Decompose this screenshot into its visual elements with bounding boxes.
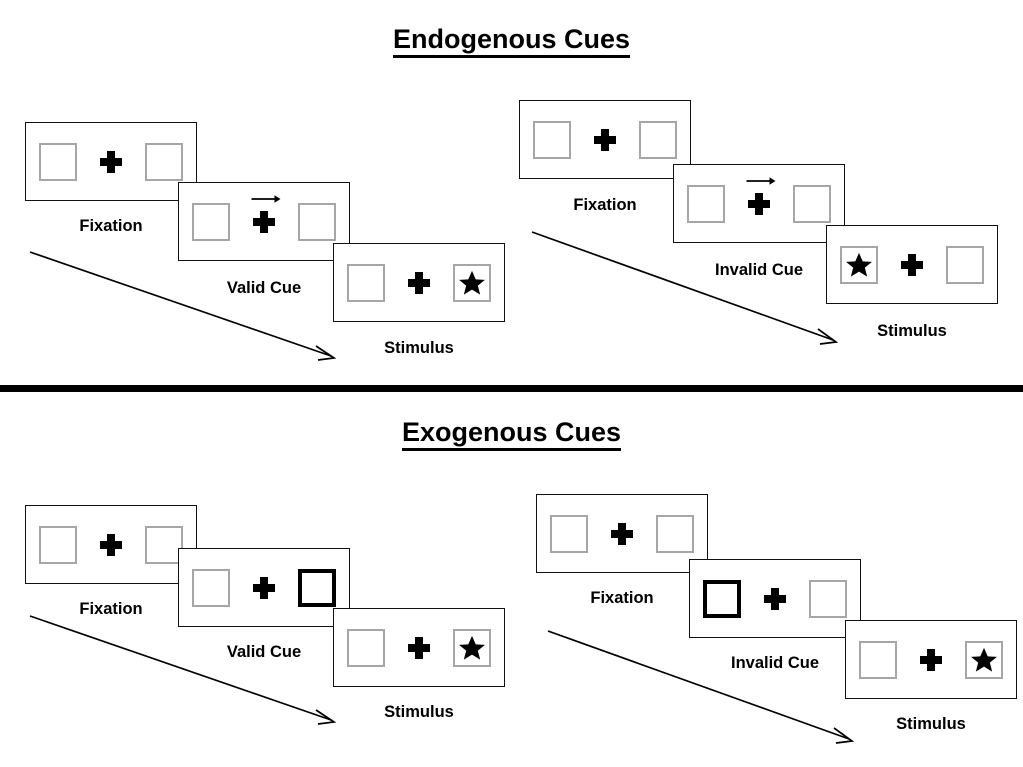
label-endogenous-invalid-cue: Invalid Cue bbox=[714, 261, 804, 279]
left-box bbox=[347, 628, 385, 667]
label-endogenous-valid-fixation: Fixation bbox=[79, 217, 143, 235]
fixation-cross-wrap bbox=[900, 253, 924, 276]
section-title-exogenous-text: Exogenous Cues bbox=[401, 417, 622, 451]
section-title-exogenous: Exogenous Cues bbox=[0, 417, 1023, 451]
panel-content bbox=[192, 194, 336, 241]
panel-endogenous-valid-fixation[interactable] bbox=[25, 122, 197, 201]
time-flow-arrow-endogenous-invalid bbox=[531, 231, 839, 345]
fixation-cross-wrap bbox=[919, 648, 943, 671]
right-box bbox=[809, 579, 847, 618]
panel-content bbox=[39, 525, 183, 564]
fixation-cross-icon bbox=[594, 128, 616, 151]
panel-exogenous-invalid-fixation[interactable] bbox=[536, 494, 708, 573]
section-divider bbox=[0, 385, 1023, 392]
fixation-cross-icon bbox=[408, 636, 430, 659]
fixation-cross-icon bbox=[253, 210, 275, 233]
panel-endogenous-invalid-fixation[interactable] bbox=[519, 100, 691, 179]
right-box bbox=[793, 184, 831, 223]
panel-exogenous-valid-cue[interactable] bbox=[178, 548, 350, 627]
time-flow-arrow-endogenous-valid bbox=[29, 251, 337, 361]
arrow-right-icon bbox=[251, 194, 281, 203]
label-endogenous-valid-stimulus: Stimulus bbox=[384, 339, 454, 357]
left-box bbox=[39, 525, 77, 564]
left-box bbox=[550, 514, 588, 553]
panel-exogenous-valid-stimulus[interactable] bbox=[333, 608, 505, 687]
right-box bbox=[946, 245, 984, 284]
time-flow-arrow-exogenous-valid bbox=[29, 615, 337, 725]
label-exogenous-invalid-stimulus: Stimulus bbox=[896, 715, 966, 733]
right-box bbox=[965, 640, 1003, 679]
panel-content bbox=[39, 142, 183, 181]
star-icon bbox=[459, 635, 485, 660]
label-exogenous-valid-stimulus: Stimulus bbox=[384, 703, 454, 721]
fixation-cross-icon bbox=[100, 150, 122, 173]
left-box bbox=[39, 142, 77, 181]
panel-endogenous-valid-cue[interactable] bbox=[178, 182, 350, 261]
label-exogenous-invalid-fixation: Fixation bbox=[590, 589, 654, 607]
panel-content bbox=[347, 628, 491, 667]
panel-content bbox=[533, 120, 677, 159]
star-icon bbox=[846, 252, 872, 277]
fixation-cross-wrap bbox=[746, 176, 776, 215]
panel-content bbox=[687, 176, 831, 223]
section-title-endogenous-text: Endogenous Cues bbox=[392, 24, 630, 58]
right-box bbox=[298, 202, 336, 241]
right-box bbox=[453, 628, 491, 667]
fixation-cross-wrap bbox=[593, 128, 617, 151]
fixation-cross-wrap bbox=[99, 150, 123, 173]
right-box bbox=[639, 120, 677, 159]
panel-content bbox=[703, 579, 847, 618]
fixation-cross-wrap bbox=[407, 636, 431, 659]
fixation-cross-icon bbox=[920, 648, 942, 671]
label-exogenous-valid-fixation: Fixation bbox=[79, 600, 143, 618]
left-box bbox=[687, 184, 725, 223]
fixation-cross-icon bbox=[611, 522, 633, 545]
label-endogenous-invalid-fixation: Fixation bbox=[573, 196, 637, 214]
label-endogenous-valid-cue: Valid Cue bbox=[226, 279, 302, 297]
right-box bbox=[145, 525, 183, 564]
fixation-cross-icon bbox=[748, 192, 770, 215]
fixation-cross-wrap bbox=[407, 271, 431, 294]
fixation-cross-wrap bbox=[252, 576, 276, 599]
fixation-cross-wrap bbox=[99, 533, 123, 556]
label-exogenous-valid-cue: Valid Cue bbox=[226, 643, 302, 661]
star-icon bbox=[971, 647, 997, 672]
panel-exogenous-invalid-stimulus[interactable] bbox=[845, 620, 1017, 699]
right-box bbox=[145, 142, 183, 181]
panel-exogenous-invalid-cue[interactable] bbox=[689, 559, 861, 638]
left-box-cued bbox=[703, 579, 741, 618]
right-box bbox=[453, 263, 491, 302]
fixation-cross-icon bbox=[408, 271, 430, 294]
label-exogenous-invalid-cue: Invalid Cue bbox=[730, 654, 820, 672]
left-box bbox=[192, 202, 230, 241]
fixation-cross-wrap bbox=[251, 194, 281, 233]
fixation-cross-wrap bbox=[763, 587, 787, 610]
panel-content bbox=[840, 245, 984, 284]
fixation-cross-icon bbox=[100, 533, 122, 556]
label-endogenous-invalid-stimulus: Stimulus bbox=[877, 322, 947, 340]
left-box bbox=[840, 245, 878, 284]
right-box bbox=[656, 514, 694, 553]
panel-content bbox=[859, 640, 1003, 679]
right-box-cued bbox=[298, 568, 336, 607]
fixation-cross-icon bbox=[901, 253, 923, 276]
fixation-cross-wrap bbox=[610, 522, 634, 545]
time-flow-arrow-exogenous-invalid bbox=[547, 630, 855, 744]
panel-endogenous-invalid-cue[interactable] bbox=[673, 164, 845, 243]
fixation-cross-icon bbox=[764, 587, 786, 610]
left-box bbox=[859, 640, 897, 679]
panel-content bbox=[192, 568, 336, 607]
fixation-cross-icon bbox=[253, 576, 275, 599]
panel-content bbox=[550, 514, 694, 553]
panel-endogenous-valid-stimulus[interactable] bbox=[333, 243, 505, 322]
panel-endogenous-invalid-stimulus[interactable] bbox=[826, 225, 998, 304]
left-box bbox=[533, 120, 571, 159]
star-icon bbox=[459, 270, 485, 295]
panel-content bbox=[347, 263, 491, 302]
left-box bbox=[347, 263, 385, 302]
panel-exogenous-valid-fixation[interactable] bbox=[25, 505, 197, 584]
left-box bbox=[192, 568, 230, 607]
arrow-right-icon bbox=[746, 176, 776, 185]
section-title-endogenous: Endogenous Cues bbox=[0, 24, 1023, 58]
